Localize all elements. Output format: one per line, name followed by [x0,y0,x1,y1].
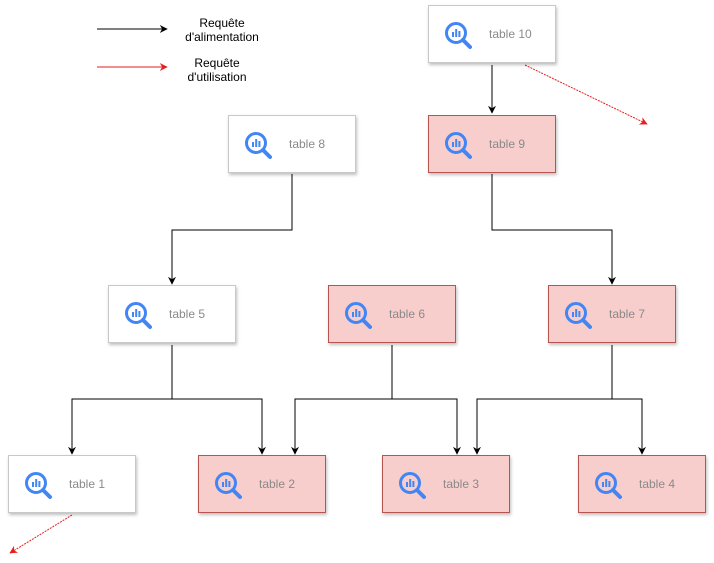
node-label: table 7 [609,307,646,321]
edge-table6-table3 [392,398,461,455]
node-table-6[interactable]: table 6 [328,285,456,343]
edge-table7-table4 [612,398,646,455]
node-table-7[interactable]: table 7 [548,285,676,343]
node-label: table 9 [489,137,526,151]
edge-table9-table7 [491,174,616,285]
edge-table5-table1 [68,345,173,455]
node-table-8[interactable]: table 8 [228,115,356,173]
node-table-10[interactable]: table 10 [428,5,556,63]
bigquery-icon [23,470,53,500]
use-edge-table1 [9,514,73,554]
legend-use-line1: Requête [194,56,240,70]
legend-feed-line1: Requête [199,16,245,30]
node-table-3[interactable]: table 3 [382,455,510,513]
node-label: table 1 [69,477,106,491]
node-table-9[interactable]: table 9 [428,115,556,173]
bigquery-icon [343,300,373,330]
legend-use-label: Requête d'utilisation [177,56,257,84]
legend-feed-label: Requête d'alimentation [182,16,262,44]
bigquery-icon [123,300,153,330]
bigquery-icon [443,130,473,160]
edge-table5-table2 [172,398,266,455]
node-label: table 10 [489,27,532,41]
node-table-1[interactable]: table 1 [8,455,136,513]
node-table-5[interactable]: table 5 [108,285,236,343]
node-label: table 6 [389,307,426,321]
use-edge-table10 [524,64,648,125]
bigquery-icon [397,470,427,500]
bigquery-icon [443,20,473,50]
edge-table7-table3 [473,345,613,455]
node-label: table 3 [443,477,480,491]
node-table-4[interactable]: table 4 [578,455,706,513]
edge-table6-table2 [291,345,393,455]
legend-use-line2: d'utilisation [187,70,247,84]
edge-table8-table5 [168,174,293,285]
bigquery-icon [563,300,593,330]
node-label: table 5 [169,307,206,321]
bigquery-icon [243,130,273,160]
node-label: table 2 [259,477,296,491]
node-label: table 4 [639,477,676,491]
bigquery-icon [213,470,243,500]
legend-feed-line2: d'alimentation [185,30,259,44]
node-table-2[interactable]: table 2 [198,455,326,513]
node-label: table 8 [289,137,326,151]
bigquery-icon [593,470,623,500]
